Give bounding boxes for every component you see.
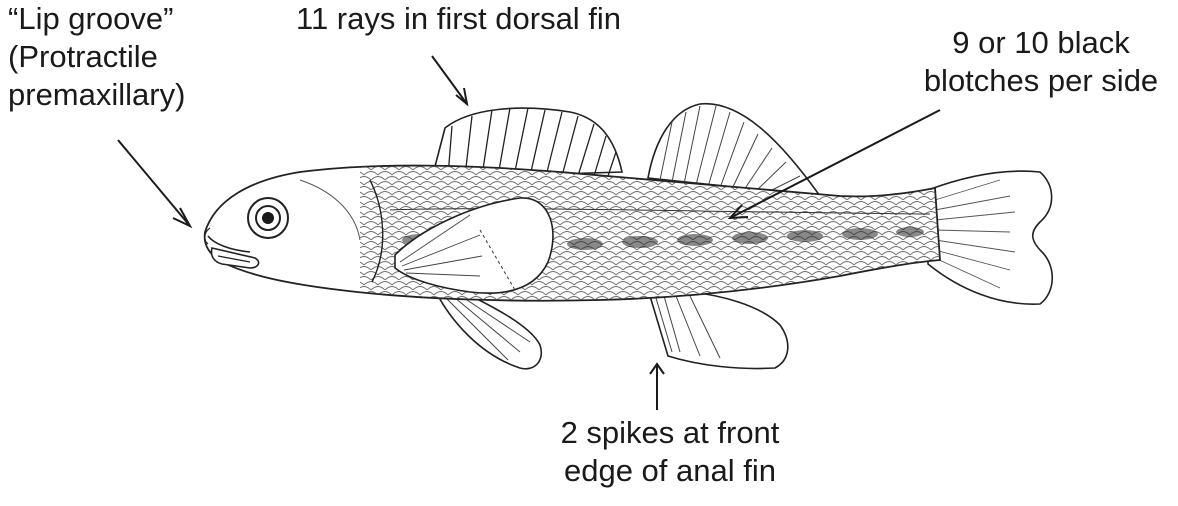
blotches-label-line-2: blotches per side [910, 62, 1172, 100]
caudal-fin [928, 171, 1052, 304]
arrow-dorsal-rays [432, 56, 467, 104]
anal-spikes-label-line-2: edge of anal fin [530, 452, 810, 490]
dorsal-rays-label: 11 rays in first dorsal fin [296, 0, 621, 38]
arrow-anal-spikes [650, 364, 664, 410]
anal-fin [650, 292, 788, 369]
arrow-lip-groove [118, 140, 190, 226]
fish-body [205, 160, 940, 310]
blotches-label-line-1: 9 or 10 black [910, 24, 1172, 62]
lip-groove-label-line-2: (Protractile [8, 38, 158, 76]
anal-spikes-label-line-1: 2 spikes at front [530, 414, 810, 452]
lip-groove-label-line-1: “Lip groove” [8, 0, 173, 38]
lip-groove-label-line-3: premaxillary) [8, 76, 185, 114]
